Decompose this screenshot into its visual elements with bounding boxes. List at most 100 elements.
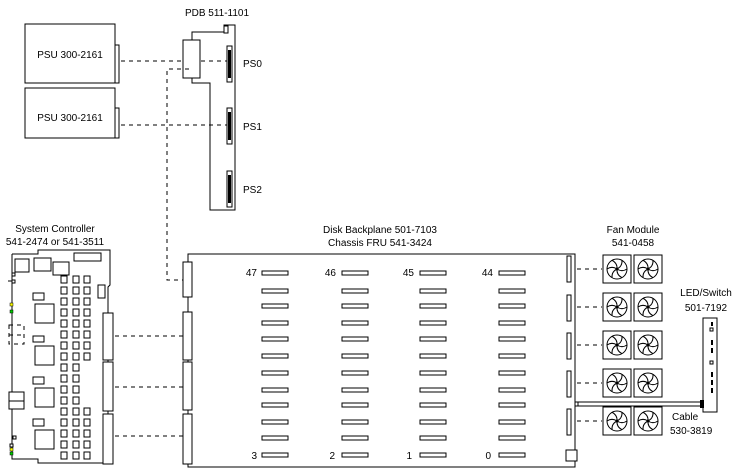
sc-memory-chip xyxy=(72,286,80,295)
sc-memory-chip xyxy=(60,429,68,438)
sc-memory-chip xyxy=(72,374,80,383)
led-indicator xyxy=(711,322,713,326)
sc-board-outline xyxy=(11,249,111,464)
fan-unit xyxy=(602,330,632,360)
disk-slot xyxy=(261,303,289,309)
fan-module-label-line2: 541-0458 xyxy=(612,238,655,249)
disk-slot xyxy=(261,370,289,376)
fan-unit xyxy=(633,368,663,398)
sc-memory-chip xyxy=(83,429,91,438)
sc-memory-chip xyxy=(83,330,91,339)
disk-slot xyxy=(419,402,447,408)
backplane-label-line2: Chassis FRU 541-3424 xyxy=(328,238,432,249)
disk-slot xyxy=(341,387,369,393)
led-indicator xyxy=(711,340,713,345)
fan-unit xyxy=(633,330,663,360)
led-switch-board[interactable]: LED/Switch 501-7192 xyxy=(680,288,732,413)
sc-chip xyxy=(52,261,70,276)
sc-processor xyxy=(34,387,55,408)
sc-memory-chip xyxy=(83,352,91,361)
fan-hub xyxy=(615,343,619,347)
sc-memory-chip xyxy=(60,396,68,405)
disk-slot xyxy=(419,288,447,294)
disk-slot xyxy=(261,435,289,441)
sc-memory-chip xyxy=(60,341,68,350)
system-controller[interactable]: System Controller 541-2474 or 541-3511 xyxy=(6,224,114,465)
sc-memory-chip xyxy=(60,286,68,295)
fan-unit xyxy=(633,406,663,436)
led-indicator xyxy=(711,372,713,377)
sc-memory-chip xyxy=(83,297,91,306)
disk-slot xyxy=(261,320,289,326)
sc-memory-chip xyxy=(60,275,68,284)
sc-status-led-yellow xyxy=(9,302,14,307)
sc-memory-chip xyxy=(72,385,80,394)
sc-memory-chip xyxy=(72,352,80,361)
sc-memory-chip xyxy=(60,308,68,317)
sc-memory-chip xyxy=(60,374,68,383)
sc-connector xyxy=(102,361,114,412)
backplane-right-connector-0 xyxy=(566,255,572,283)
disk-slot xyxy=(498,402,526,408)
disk-slot xyxy=(341,452,369,458)
backplane-left-connector-0 xyxy=(182,311,193,361)
sc-memory-chip xyxy=(72,275,80,284)
sc-memory-chip xyxy=(83,418,91,427)
fan-hub xyxy=(615,267,619,271)
sc-memory-chip xyxy=(60,418,68,427)
fan-hub xyxy=(615,419,619,423)
led-switch-outline xyxy=(702,317,718,413)
disk-slot xyxy=(498,370,526,376)
psu-0-body xyxy=(24,23,116,84)
sc-pin xyxy=(11,279,16,284)
sc-connector xyxy=(102,413,114,465)
pdb-port-ps2-label: PS2 xyxy=(243,185,262,196)
sc-chip xyxy=(32,292,45,301)
disk-slot xyxy=(419,320,447,326)
disk-slot xyxy=(498,387,526,393)
cable-label-line1: Cable xyxy=(672,412,699,423)
led-indicator xyxy=(709,360,714,365)
disk-backplane[interactable]: Disk Backplane 501-7103 Chassis FRU 541-… xyxy=(182,225,578,468)
sc-memory-chip xyxy=(72,319,80,328)
sc-pin xyxy=(12,435,17,440)
psu-0-connector xyxy=(114,44,120,84)
led-indicator xyxy=(711,388,713,393)
disk-slot xyxy=(341,303,369,309)
sc-memory-chip xyxy=(72,396,80,405)
backplane-right-connector-2 xyxy=(566,332,572,360)
sc-memory-chip xyxy=(60,385,68,394)
led-indicator xyxy=(711,380,713,385)
disk-slot xyxy=(341,288,369,294)
psu-1-label: PSU 300-2161 xyxy=(37,113,103,124)
fan-hub xyxy=(615,381,619,385)
pdb-board[interactable]: PDB 511-1101 PS0 PS1 PS2 xyxy=(182,8,262,211)
disk-slot xyxy=(341,435,369,441)
sc-memory-chip xyxy=(83,440,91,449)
fan-module[interactable]: Fan Module 541-0458 xyxy=(577,225,663,436)
backplane-left-connector-1 xyxy=(182,361,193,411)
disk-slot xyxy=(419,303,447,309)
sc-memory-chip xyxy=(60,451,68,460)
disk-slot xyxy=(419,353,447,359)
sc-chip xyxy=(32,335,45,343)
psu-1[interactable]: PSU 300-2161 xyxy=(24,87,120,139)
led-indicator xyxy=(711,348,713,353)
cable[interactable]: Cable 530-3819 xyxy=(574,400,713,437)
psu-0-label: PSU 300-2161 xyxy=(37,50,103,61)
fan-unit xyxy=(602,406,632,436)
sc-memory-chip xyxy=(60,319,68,328)
disk-slot xyxy=(261,402,289,408)
disk-slot xyxy=(498,270,526,276)
fan-hub xyxy=(646,305,650,309)
disk-slot xyxy=(261,270,289,276)
sc-memory-chip xyxy=(83,275,91,284)
pdb-port-ps1-label: PS1 xyxy=(243,122,262,133)
sc-chip xyxy=(32,418,45,427)
led-switch-label-line2: 501-7192 xyxy=(685,303,728,314)
disk-slot xyxy=(261,452,289,458)
disk-slot xyxy=(341,336,369,342)
cable-line xyxy=(574,401,703,407)
psu-0[interactable]: PSU 300-2161 xyxy=(24,23,120,84)
sc-memory-chip xyxy=(72,429,80,438)
